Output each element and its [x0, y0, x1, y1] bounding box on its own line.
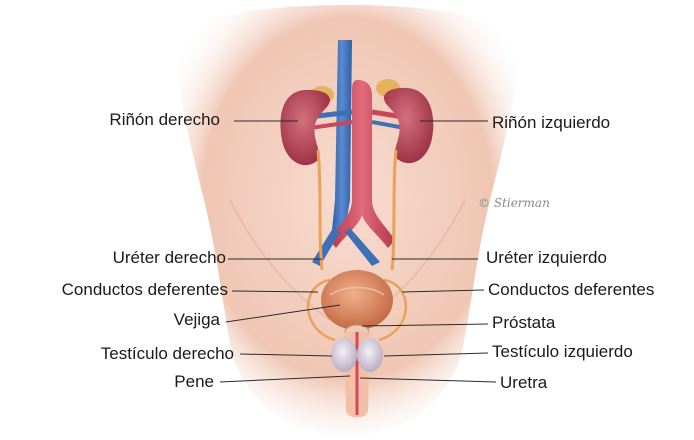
testicle-left	[357, 338, 383, 372]
label-left-kidney: Riñón izquierdo	[492, 113, 610, 133]
label-right-ureter: Uréter derecho	[113, 248, 226, 268]
label-right-kidney: Riñón derecho	[109, 110, 220, 130]
label-left-ureter: Uréter izquierdo	[486, 248, 607, 268]
label-penis: Pene	[174, 372, 214, 392]
label-right-testicle: Testículo derecho	[101, 344, 234, 364]
testicle-right	[331, 338, 357, 372]
label-prostate: Próstata	[492, 313, 555, 333]
label-urethra: Uretra	[500, 373, 547, 393]
bladder	[321, 270, 393, 330]
label-left-testicle: Testículo izquierdo	[492, 342, 633, 362]
artist-signature: © Stierman	[478, 196, 550, 210]
label-vas-deferens-right-side: Conductos deferentes	[488, 280, 654, 300]
label-vas-deferens-left-side: Conductos deferentes	[62, 280, 228, 300]
label-bladder: Vejiga	[174, 310, 220, 330]
